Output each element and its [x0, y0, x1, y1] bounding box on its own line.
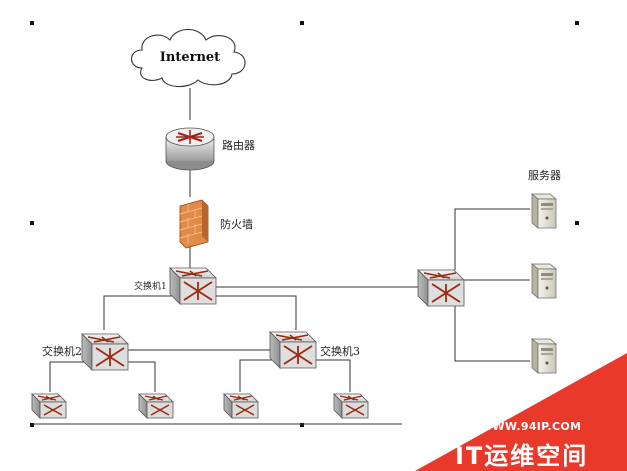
- internet-cloud: [130, 28, 246, 88]
- access-switch-icon: [31, 393, 67, 419]
- internet-label: Internet: [159, 50, 221, 65]
- switch3-icon: [269, 331, 317, 369]
- watermark-triangle: [415, 353, 627, 471]
- server-icon: [531, 193, 557, 229]
- firewall-label: 防火墙: [220, 218, 253, 231]
- watermark-brand: IT运维空间: [455, 442, 589, 470]
- core-switch-label: 交换机1: [134, 282, 167, 292]
- access-switch-icon: [138, 393, 174, 419]
- router-icon: [165, 127, 215, 171]
- switch3-label: 交换机3: [320, 345, 360, 358]
- access-switch-icon: [333, 393, 369, 419]
- server-icon: [531, 263, 557, 299]
- router-label: 路由器: [222, 139, 255, 152]
- core-switch-icon: [169, 267, 217, 305]
- watermark-url: WWW.94IP.COM: [480, 420, 582, 433]
- server-switch-icon: [417, 269, 465, 307]
- server-group-label: 服务器: [528, 169, 561, 182]
- firewall-icon: [179, 199, 209, 249]
- switch2-icon: [81, 333, 129, 371]
- switch2-label: 交换机2: [42, 345, 82, 358]
- server-icon: [531, 338, 557, 374]
- connection-lines: [32, 88, 530, 425]
- selection-handles: [30, 21, 579, 427]
- access-switch-icon: [223, 393, 259, 419]
